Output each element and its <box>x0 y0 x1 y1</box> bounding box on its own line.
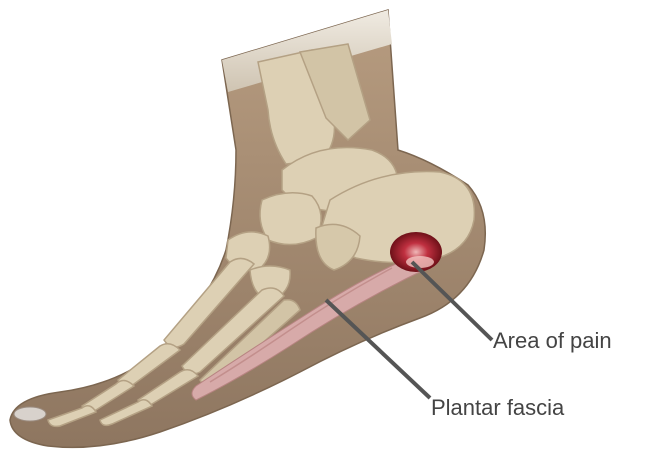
plantar-fascia-label: Plantar fascia <box>431 397 564 419</box>
area-of-pain-label: Area of pain <box>493 330 612 352</box>
